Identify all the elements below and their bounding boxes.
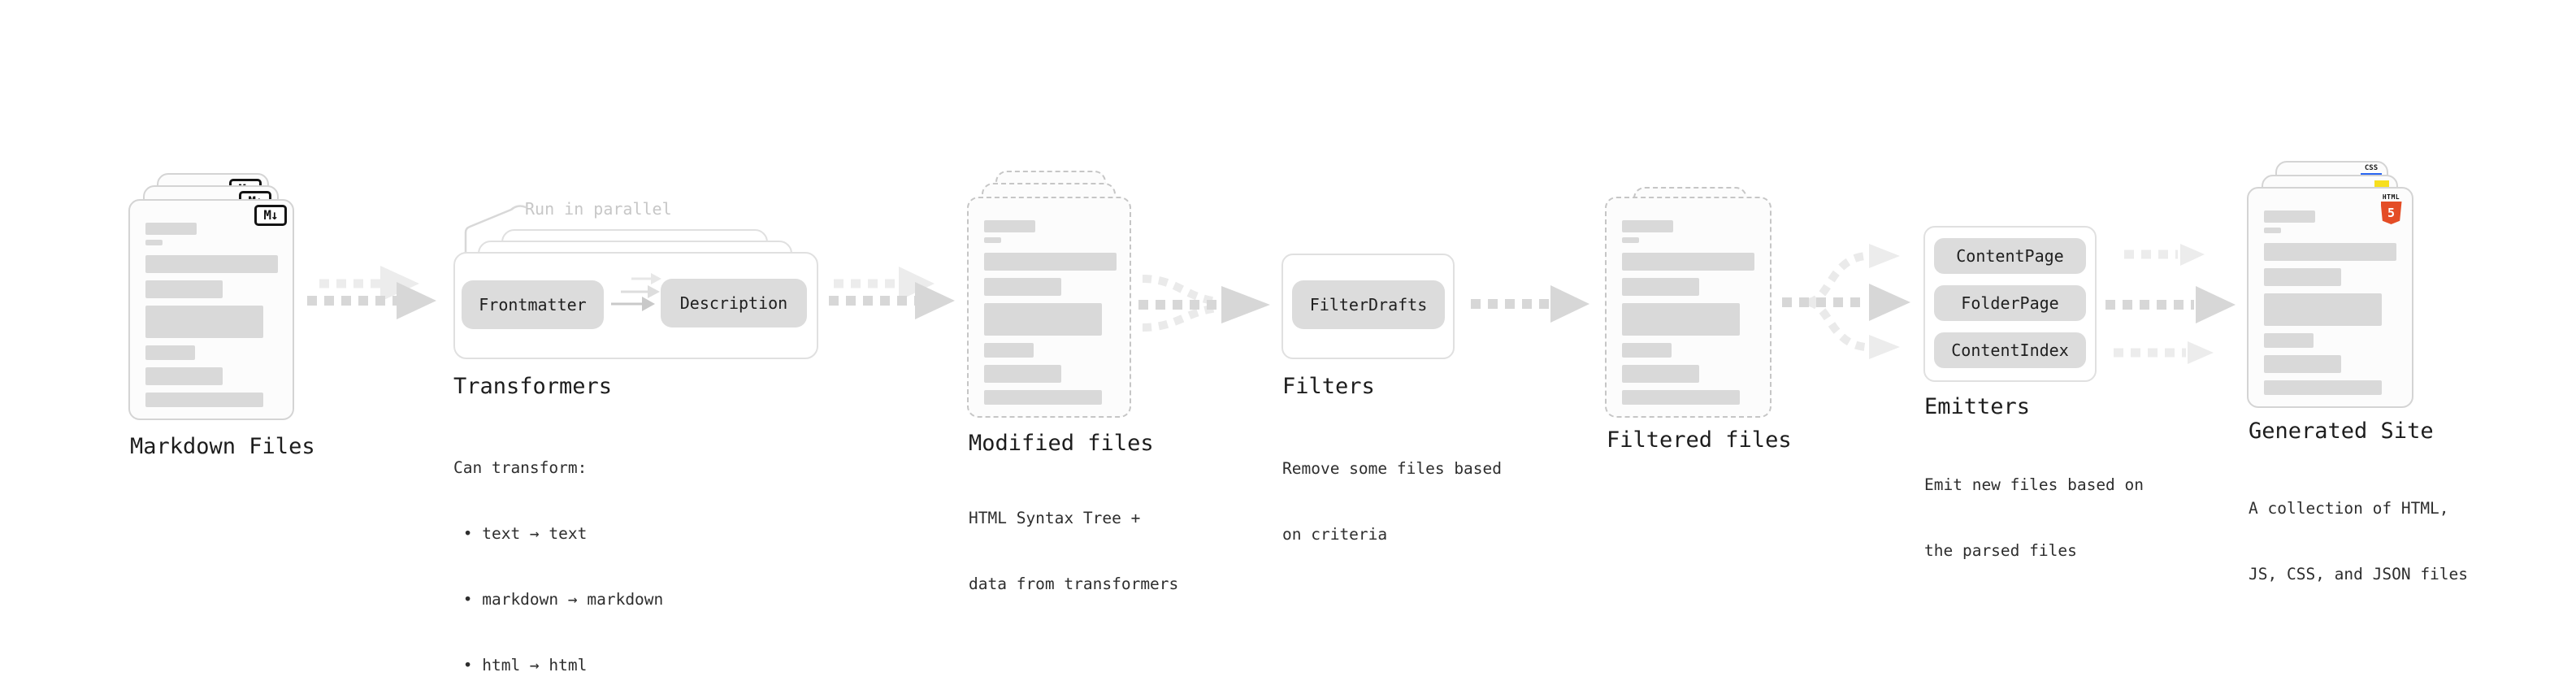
folderpage-pill: FolderPage [1934,285,2086,321]
flow-arrow-emitters-to-site [2105,244,2236,364]
run-in-parallel-annotation: Run in parallel [525,199,672,219]
filterdrafts-pill: FilterDrafts [1292,280,1445,329]
contentindex-pill: ContentIndex [1934,332,2086,368]
frontmatter-pill: Frontmatter [462,280,604,329]
filtered-file-doc-front [1605,197,1772,418]
flow-arrow-filters-to-filtered [1471,285,1589,323]
transformers-label: Transformers [453,374,613,399]
doc-text-placeholder [984,220,1123,410]
doc-text-placeholder [2264,210,2405,400]
filters-label: Filters [1282,374,1375,399]
flow-arrow-modified-to-filters [1138,275,1270,332]
modified-file-doc-front [967,197,1131,418]
doc-text-placeholder [145,223,286,412]
markdown-files-label: Markdown Files [130,434,315,459]
html5-icon: HTML 5 [2380,193,2402,224]
site-file-doc-html: HTML 5 [2247,187,2413,408]
filtered-files-label: Filtered files [1607,427,1792,453]
flow-arrow-transformers-to-modified [829,267,955,319]
transformers-description: Can transform: • text → text • markdown … [453,458,664,674]
modified-files-description: HTML Syntax Tree + data from transformer… [969,509,1179,593]
flow-arrow-filtered-to-emitters [1782,244,1910,359]
generated-site-label: Generated Site [2249,419,2434,444]
description-pill: Description [661,279,807,327]
markdown-file-doc-front: M↓ [128,199,294,420]
markdown-icon: M↓ [254,205,287,226]
generated-site-description: A collection of HTML, JS, CSS, and JSON … [2249,499,2469,583]
modified-files-label: Modified files [969,431,1154,456]
emitters-description: Emit new files based on the parsed files [1924,475,2144,560]
contentpage-pill: ContentPage [1934,238,2086,274]
flow-arrow-markdown-to-transformers [307,266,436,319]
emitters-label: Emitters [1924,394,2031,419]
doc-text-placeholder [1622,220,1763,410]
annotation-leader-line [464,205,527,254]
pill-to-pill-arrows [611,273,661,311]
filters-description: Remove some files based on criteria [1282,459,1503,544]
